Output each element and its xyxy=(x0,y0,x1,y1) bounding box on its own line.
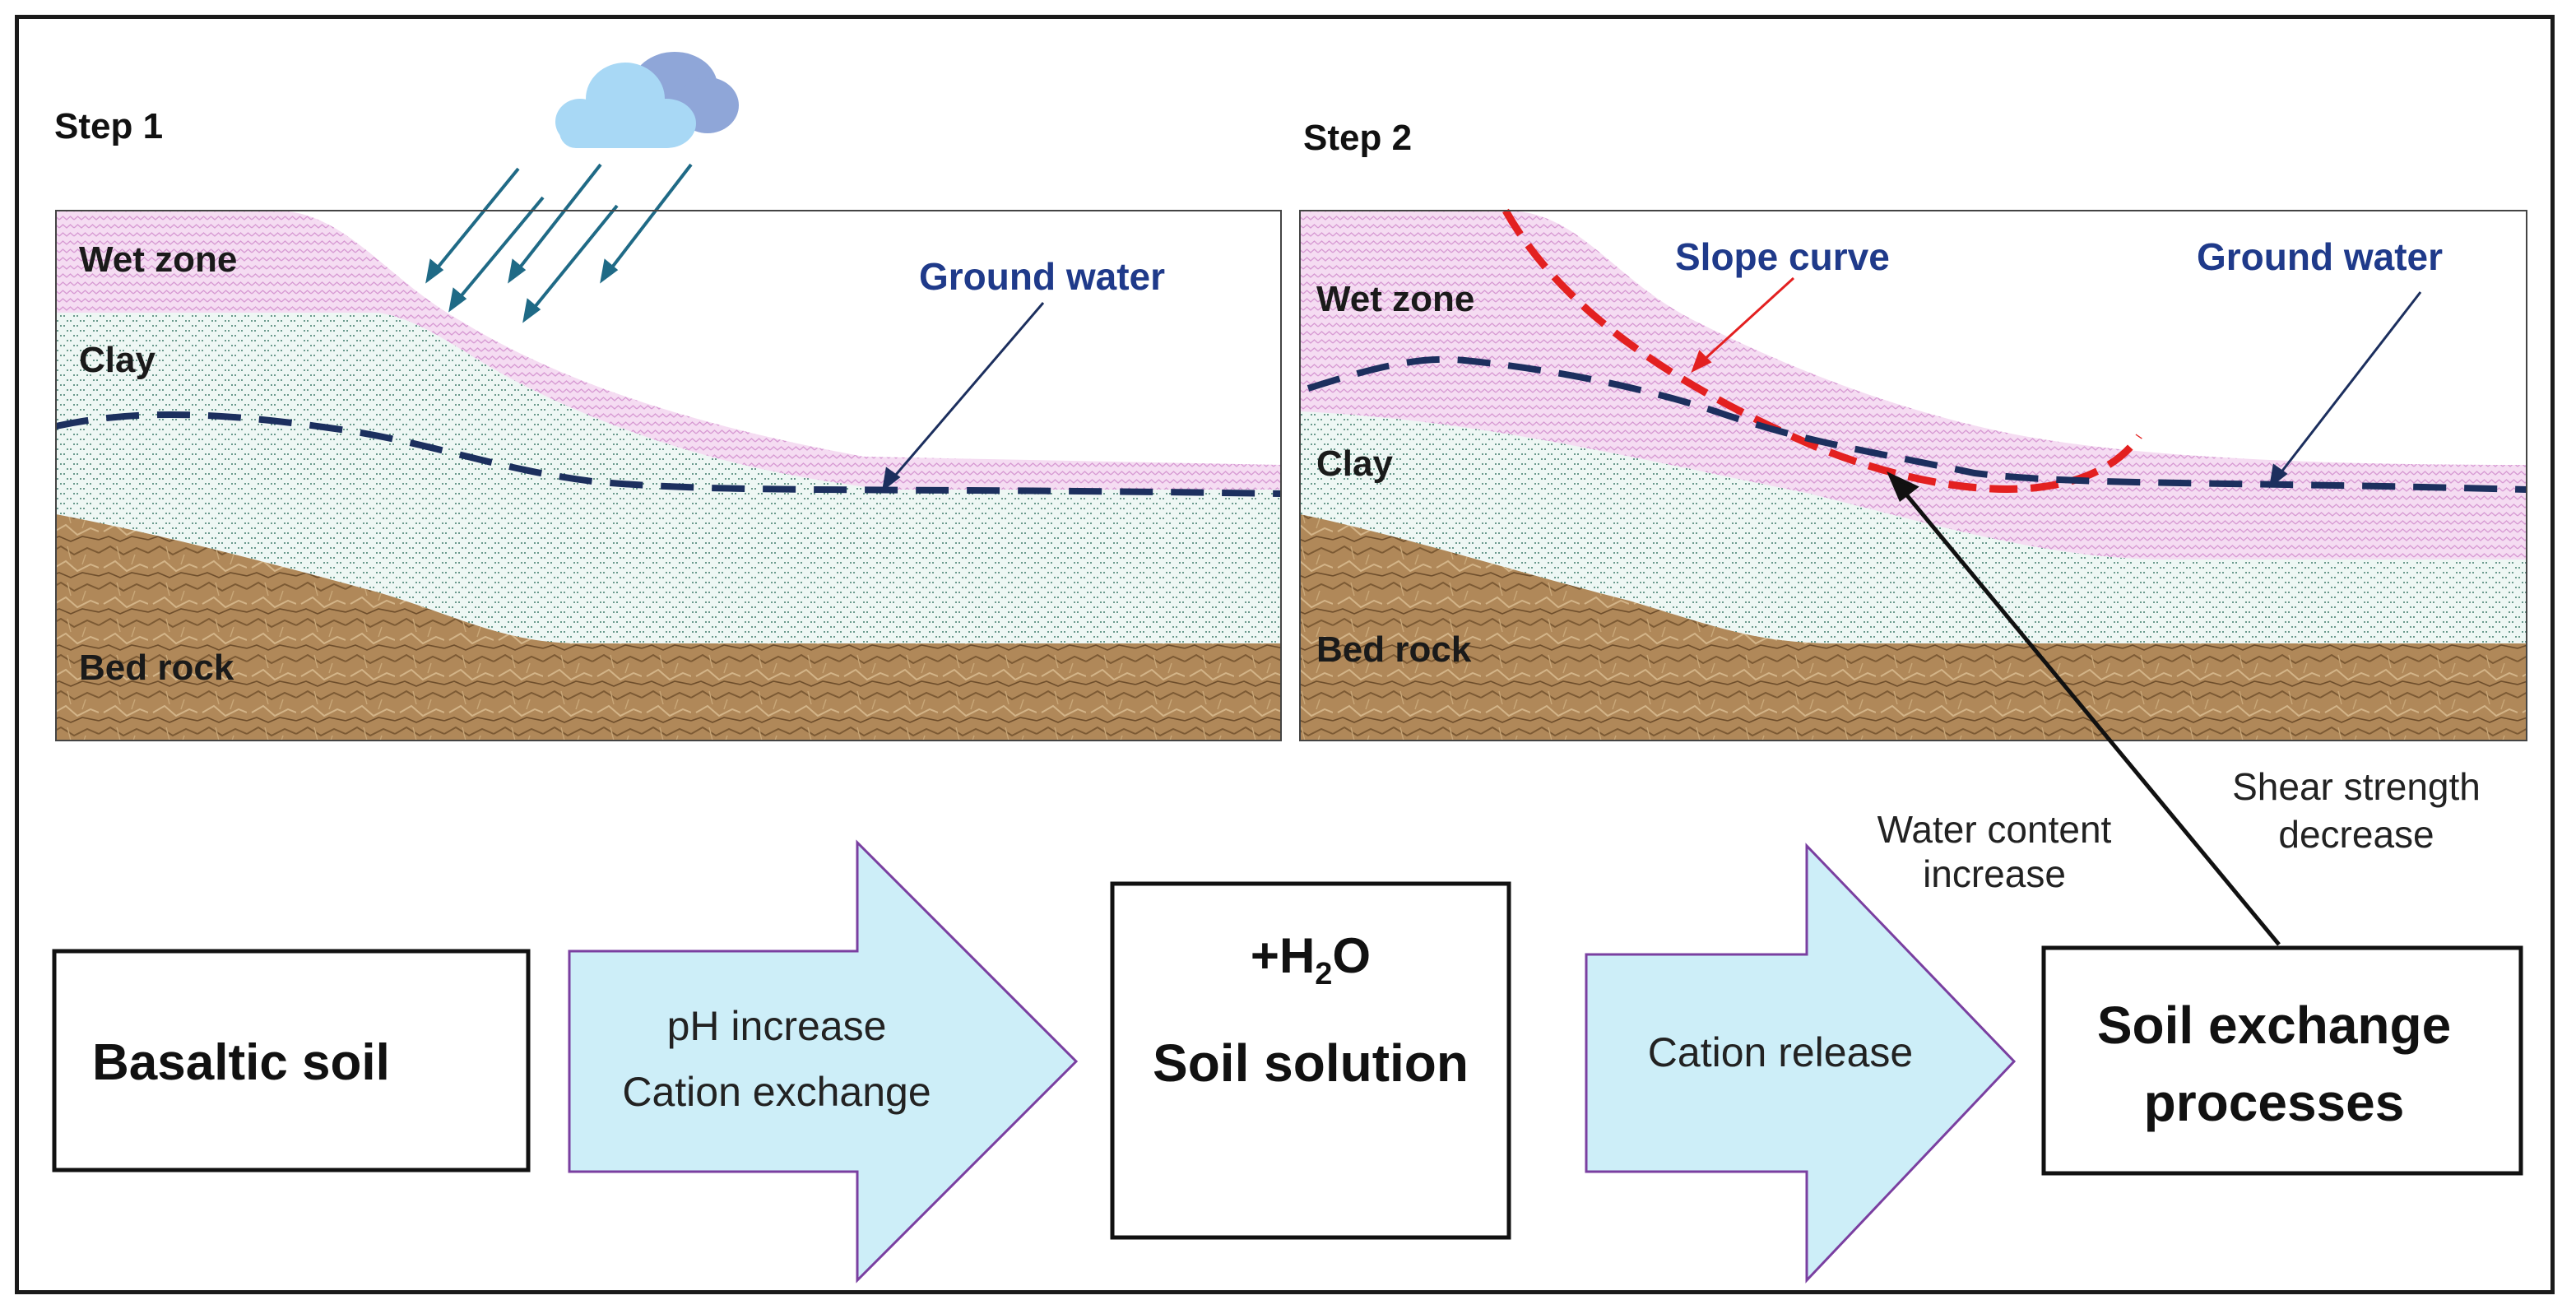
flow-arrow-1-line-1: pH increase xyxy=(667,1003,887,1049)
clay-label-2: Clay xyxy=(1316,443,1393,484)
flow-arrow-1-line-2: Cation exchange xyxy=(622,1069,931,1115)
step-1-label: Step 1 xyxy=(54,106,163,146)
ground-water-line-2 xyxy=(1307,355,2527,493)
soil-exchange-line-2: processes xyxy=(2144,1073,2405,1132)
rain-arrows xyxy=(425,163,693,323)
bed-rock-label-2: Bed rock xyxy=(1316,629,1472,670)
failure-arrow xyxy=(1887,471,2281,946)
panel-1-border xyxy=(55,210,1282,741)
flow-arrow-1 xyxy=(568,839,1079,1284)
bed-rock-layer xyxy=(56,514,1281,741)
panel-2-border xyxy=(1299,210,2527,741)
ground-water-label-2: Ground water xyxy=(2197,235,2443,278)
bed-rock-label-1: Bed rock xyxy=(79,648,234,688)
soil-solution-label: Soil solution xyxy=(1153,1033,1469,1093)
shear-strength-line-1: Shear strength xyxy=(2232,765,2481,808)
shear-strength-line-2: decrease xyxy=(2278,813,2434,856)
slope-curve-label: Slope curve xyxy=(1675,235,1890,278)
panel-step-1: Step 1 Wet zone Clay Bed rock xyxy=(54,52,1282,741)
figure-frame xyxy=(15,15,2555,1294)
water-formula: +H2O xyxy=(1251,928,1371,991)
basaltic-soil-label: Basaltic soil xyxy=(92,1034,390,1091)
wet-zone-label-2: Wet zone xyxy=(1316,279,1474,319)
flow-row: Basaltic soil pH increase Cation exchang… xyxy=(52,839,2523,1284)
water-content-line-1: Water content xyxy=(1877,808,2112,851)
annotation-shear-strength: Shear strength decrease xyxy=(2232,765,2481,856)
ground-water-pointer-1 xyxy=(881,302,1045,492)
flow-arrow-2-label: Cation release xyxy=(1648,1029,1913,1075)
step-2-label: Step 2 xyxy=(1303,118,1412,158)
cloud-icon xyxy=(555,52,739,148)
soil-solution-box xyxy=(1110,881,1511,1240)
ground-water-label-1: Ground water xyxy=(919,255,1165,298)
ground-water-pointer-2 xyxy=(2268,291,2422,489)
clay-label-1: Clay xyxy=(79,340,155,380)
annotation-water-content: Water content increase xyxy=(1877,808,2112,895)
bed-rock-layer-2 xyxy=(1300,514,2527,741)
slope-curve-pointer xyxy=(1691,276,1795,374)
ground-water-line xyxy=(55,411,1282,497)
basaltic-soil-box xyxy=(52,949,531,1172)
soil-exchange-line-1: Soil exchange xyxy=(2097,996,2451,1055)
wet-zone-label-1: Wet zone xyxy=(79,239,237,280)
soil-exchange-box xyxy=(2041,945,2523,1176)
panel-step-2: Step 2 Wet zone Clay Bed rock Slope curv… xyxy=(1299,118,2527,741)
water-content-line-2: increase xyxy=(1923,852,2066,895)
flow-arrow-2 xyxy=(1585,843,2017,1284)
